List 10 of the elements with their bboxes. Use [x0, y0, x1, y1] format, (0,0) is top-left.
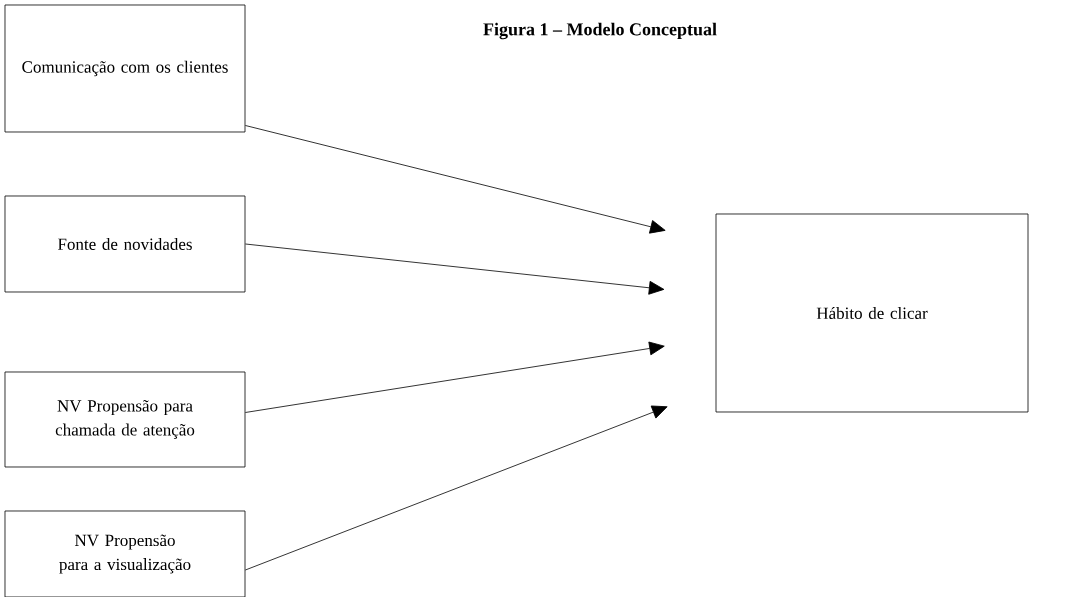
concept-box: NV Propensão para a visualização — [4, 510, 246, 597]
figure-title: Figura 1 – Modelo Conceptual — [483, 22, 717, 40]
arrow — [245, 405, 668, 571]
arrow — [245, 243, 665, 295]
concept-box: Comunicação com os clientes — [4, 4, 246, 133]
arrow — [245, 125, 666, 234]
concept-box: NV Propensão para chamada de atenção — [4, 371, 246, 468]
concept-box: Fonte de novidades — [4, 195, 246, 293]
arrow — [245, 341, 665, 413]
concept-box: Hábito de clicar — [715, 213, 1029, 413]
